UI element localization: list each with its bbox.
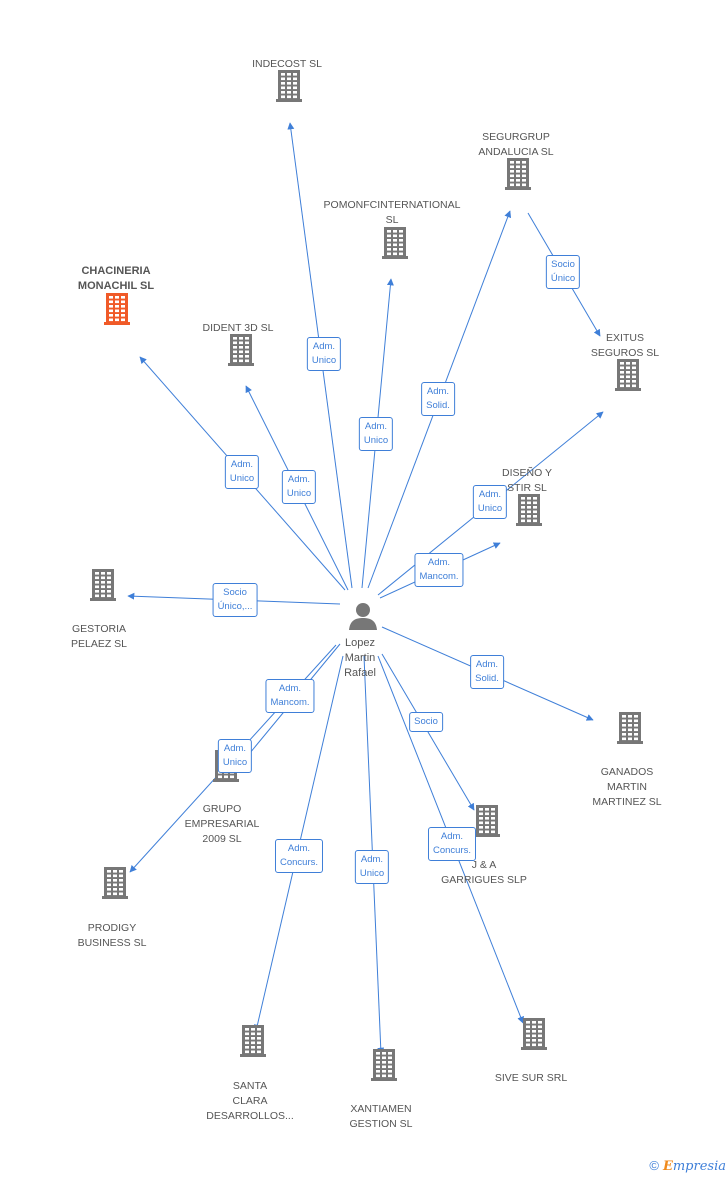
company-name-sive[interactable]: SIVE SUR SRL (494, 1072, 568, 1084)
building-icon[interactable] (227, 332, 255, 366)
company-name-jya[interactable]: J & A GARRIGUES SLP (441, 859, 527, 886)
company-name-exitus[interactable]: EXITUS SEGUROS SL (590, 332, 660, 359)
building-icon[interactable] (370, 1047, 398, 1081)
building-icon[interactable] (515, 492, 543, 526)
relation-label-sive[interactable]: Adm. Concurs. (427, 827, 477, 861)
building-icon[interactable] (520, 1016, 548, 1050)
person-name[interactable]: Lopez Martin Rafael (344, 637, 376, 679)
relation-label-grupo[interactable]: Adm. Mancom. (265, 679, 315, 713)
company-name-pomonf[interactable]: POMONFCINTERNATIONAL SL (323, 199, 461, 226)
building-icon[interactable] (504, 156, 532, 190)
company-name-santa[interactable]: SANTA CLARA DESARROLLOS... (206, 1080, 294, 1122)
building-icon[interactable] (616, 710, 644, 744)
relation-label-dident[interactable]: Adm. Unico (281, 470, 317, 504)
building-icon[interactable] (381, 225, 409, 259)
relation-label-pomonf[interactable]: Adm. Unico (358, 417, 394, 451)
building-icon[interactable] (614, 357, 642, 391)
company-name-segurgrup[interactable]: SEGURGRUP ANDALUCIA SL (478, 131, 554, 158)
building-icon[interactable] (473, 803, 501, 837)
relation-label-santa[interactable]: Adm. Concurs. (274, 839, 324, 873)
building-icon[interactable] (89, 567, 117, 601)
brand-logo-text: mpresia (672, 1159, 726, 1174)
company-name-dident[interactable]: DIDENT 3D SL (202, 322, 274, 334)
company-name-diseno[interactable]: DISEÑO Y STIR SL (502, 467, 552, 494)
company-name-xantiamen[interactable]: XANTIAMEN GESTION SL (349, 1103, 413, 1130)
copyright-symbol: © (649, 1158, 659, 1173)
building-icon[interactable] (101, 865, 129, 899)
building-icon[interactable] (239, 1023, 267, 1057)
relation-label-gestoria[interactable]: Socio Único,... (212, 583, 258, 617)
relation-label-diseno[interactable]: Adm. Mancom. (414, 553, 464, 587)
company-name-prodigy[interactable]: PRODIGY BUSINESS SL (77, 922, 147, 949)
company-name-grupo[interactable]: GRUPO EMPRESARIAL 2009 SL (184, 803, 260, 845)
relation-label-chacineria[interactable]: Adm. Unico (224, 455, 260, 489)
relation-label-exitus[interactable]: Adm. Unico (472, 485, 508, 519)
building-icon[interactable] (275, 68, 303, 102)
company-name-ganados[interactable]: GANADOS MARTIN MARTINEZ SL (592, 766, 662, 808)
relation-label-ganados[interactable]: Adm. Solid. (470, 655, 504, 689)
relation-label-indecost[interactable]: Adm. Unico (306, 337, 342, 371)
building-icon[interactable] (103, 291, 131, 325)
edge-jya-socio (381, 653, 475, 811)
company-name-chacineria[interactable]: CHACINERIA MONACHIL SL (77, 265, 155, 292)
relation-label-exitus-from-segur[interactable]: Socio Único (545, 255, 581, 289)
relation-label-xantiamen[interactable]: Adm. Unico (354, 850, 390, 884)
relation-label-jya-socio[interactable]: Socio (409, 712, 443, 732)
company-name-indecost[interactable]: INDECOST SL (252, 58, 322, 70)
person-icon[interactable] (348, 601, 378, 631)
relation-label-prodigy[interactable]: Adm. Unico (217, 739, 253, 773)
footer-brand: ©Empresia (649, 1158, 726, 1174)
company-name-gestoria[interactable]: GESTORIA PELAEZ SL (70, 623, 128, 650)
relation-label-segurgrup[interactable]: Adm. Solid. (421, 382, 455, 416)
brand-logo-initial: E (662, 1159, 673, 1174)
